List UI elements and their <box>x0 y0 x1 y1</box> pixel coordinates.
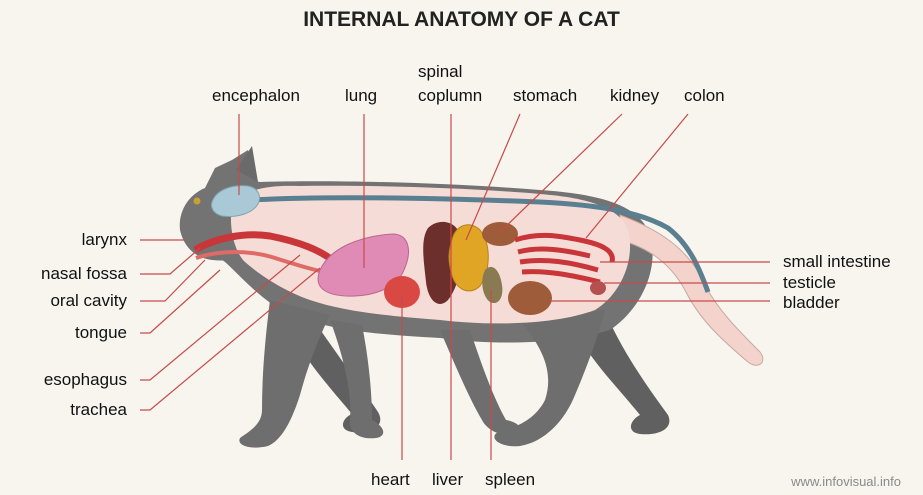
label-kidney: kidney <box>610 86 659 106</box>
label-larynx: larynx <box>0 230 127 250</box>
label-tongue: tongue <box>0 323 127 343</box>
label-liver: liver <box>432 470 463 490</box>
label-trachea: trachea <box>0 400 127 420</box>
kidney-shape <box>482 222 518 246</box>
leader-oral-cavity <box>140 260 205 301</box>
label-bladder: bladder <box>783 293 840 313</box>
label-colon: colon <box>684 86 725 106</box>
testicle-shape <box>590 281 606 295</box>
credit-text: www.infovisual.info <box>791 474 901 489</box>
eye <box>194 198 201 205</box>
label-encephalon: encephalon <box>212 86 300 106</box>
label-esophagus: esophagus <box>0 370 127 390</box>
hind-leg-mid <box>440 330 521 435</box>
label-nasal-fossa: nasal fossa <box>0 264 127 284</box>
front-leg-near <box>239 300 330 448</box>
label-lung: lung <box>345 86 377 106</box>
label-testicle: testicle <box>783 273 836 293</box>
label-small-intestine: small intestine <box>783 252 891 272</box>
label-spinal-line2: coplumn <box>418 86 482 106</box>
label-heart: heart <box>371 470 410 490</box>
label-oral-cavity: oral cavity <box>0 291 127 311</box>
label-spinal-line1: spinal <box>418 62 462 82</box>
bladder-shape <box>508 281 552 315</box>
leader-nasal-fossa <box>140 248 200 274</box>
label-stomach: stomach <box>513 86 577 106</box>
label-spleen: spleen <box>485 470 535 490</box>
